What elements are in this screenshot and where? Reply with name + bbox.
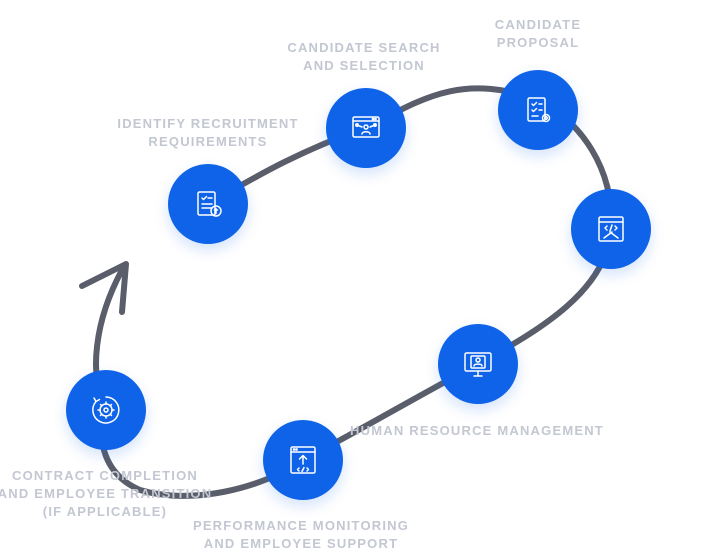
browser-upload-code-icon [290, 446, 316, 474]
step-node-human-resource-management [438, 324, 518, 404]
step-label-performance-monitoring: PERFORMANCE MONITORING AND EMPLOYEE SUPP… [192, 518, 410, 551]
step-node-candidate-proposal [498, 70, 578, 150]
step-label-contract-completion: CONTRACT COMPLETION AND EMPLOYEE TRANSIT… [0, 468, 213, 519]
step-node-performance-monitoring [263, 420, 343, 500]
browser-code-tools-icon [598, 216, 624, 242]
step-label-identify-recruitment: IDENTIFY RECRUITMENT REQUIREMENTS [117, 116, 299, 149]
browser-network-person-icon [352, 116, 380, 138]
document-list-money-icon [197, 191, 222, 217]
step-node-contract-completion [66, 370, 146, 450]
monitor-profile-icon [464, 352, 492, 377]
step-label-candidate-search: CANDIDATE SEARCH AND SELECTION [287, 40, 441, 73]
step-node-identify-recruitment [168, 164, 248, 244]
checklist-gear-icon [527, 97, 551, 123]
step-node-onboarding [571, 189, 651, 269]
arrow-head [79, 261, 129, 315]
step-label-candidate-proposal: CANDIDATE PROPOSAL [494, 17, 582, 50]
step-label-human-resource-management: HUMAN RESOURCE MANAGEMENT [350, 423, 604, 438]
gear-refresh-icon [92, 396, 120, 424]
step-node-candidate-search [326, 88, 406, 168]
